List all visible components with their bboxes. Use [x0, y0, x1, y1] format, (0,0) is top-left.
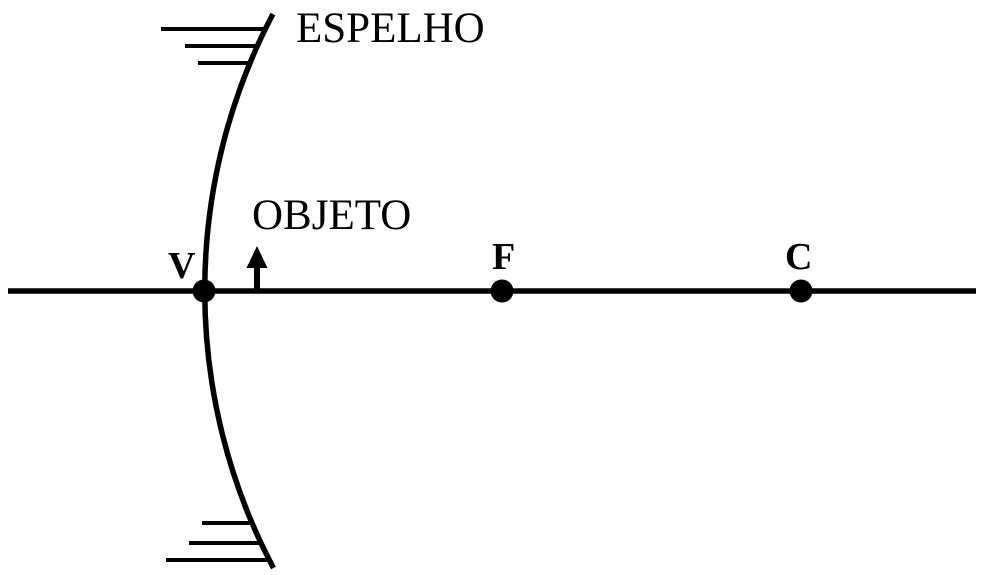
vertex-label: V	[168, 245, 196, 287]
center-label: C	[785, 236, 812, 278]
object-label: OBJETO	[252, 192, 411, 239]
object-arrow-head	[246, 246, 268, 268]
mirror-hatching-top	[161, 27, 265, 65]
object-arrow	[246, 246, 268, 291]
mirror-hatching-bottom	[166, 521, 271, 562]
focus-label: F	[492, 236, 515, 278]
vertex-point-dot	[192, 279, 216, 303]
focus-point-dot	[490, 279, 514, 303]
mirror-label: ESPELHO	[296, 5, 485, 52]
center-point-dot	[789, 279, 813, 303]
